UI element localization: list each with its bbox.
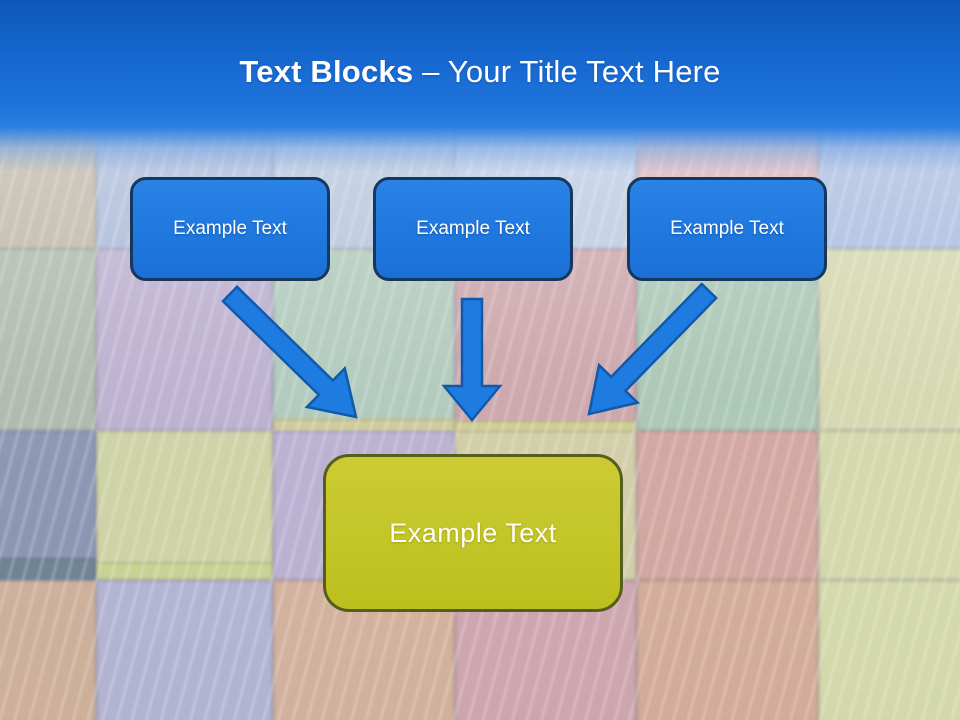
result-block: Example Text: [323, 454, 623, 612]
text-block-3-label: Example Text: [670, 218, 784, 239]
text-block-3: Example Text: [627, 177, 827, 281]
arrow-down-left-icon: [587, 282, 718, 416]
result-block-label: Example Text: [389, 517, 557, 548]
text-block-2-label: Example Text: [416, 218, 530, 239]
text-block-1: Example Text: [130, 177, 330, 281]
text-block-2: Example Text: [373, 177, 573, 281]
arrow-down-right-icon: [221, 285, 358, 419]
arrow-down-icon: [441, 297, 503, 422]
text-block-1-label: Example Text: [173, 218, 287, 239]
